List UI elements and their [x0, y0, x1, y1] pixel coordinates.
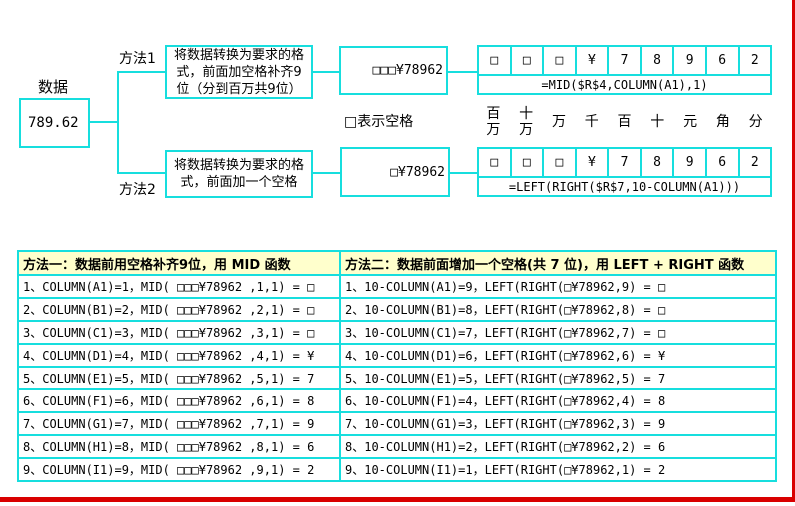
digit-cell: 7 [609, 47, 642, 74]
method2-digit-grid: □ □ □ ¥ 7 8 9 6 2 =LEFT(RIGHT($R$7,10-CO… [477, 147, 772, 197]
table-row: 1、COLUMN(A1)=1，MID( □□□¥78962 ,1,1) = □ … [19, 274, 775, 297]
table-cell-method2: 5、10-COLUMN(E1)=5，LEFT(RIGHT(□¥78962,5) … [345, 371, 666, 386]
table-cell-method1: 5、COLUMN(E1)=5，MID( □□□¥78962 ,5,1) = 7 [19, 367, 341, 389]
place-value-label: 万 [551, 114, 566, 130]
comparison-table: 方法一：数据前用空格补齐9位，用 MID 函数 方法二：数据前面增加一个空格(共… [17, 250, 777, 482]
table-header-method2: 方法二：数据前面增加一个空格(共 7 位)，用 LEFT + RIGHT 函数 [341, 252, 775, 274]
table-row: 3、COLUMN(C1)=3，MID( □□□¥78962 ,3,1) = □ … [19, 319, 775, 343]
table-cell-method2: 4、10-COLUMN(D1)=6，LEFT(RIGHT(□¥78962,6) … [345, 348, 666, 363]
digit-cell: 8 [642, 47, 675, 74]
table-row: 2、COLUMN(B1)=2，MID( □□□¥78962 ,2,1) = □ … [19, 296, 775, 320]
table-header-row: 方法一：数据前用空格补齐9位，用 MID 函数 方法二：数据前面增加一个空格(共… [19, 252, 775, 274]
digit-cell: 6 [707, 149, 740, 176]
place-value-label: 百 [617, 114, 632, 130]
digit-cell: □ [479, 149, 512, 176]
flow-connector [313, 71, 339, 73]
table-cell-method1: 7、COLUMN(G1)=7，MID( □□□¥78962 ,7,1) = 9 [19, 413, 341, 435]
flow-connector [89, 121, 118, 123]
digit-cell: □ [544, 149, 577, 176]
space-legend-note: □表示空格 [344, 114, 414, 130]
digit-cell: □ [544, 47, 577, 74]
page-edge-bottom [0, 497, 795, 502]
flow-connector [117, 71, 165, 73]
digit-cell: □ [512, 47, 545, 74]
page-edge-right [792, 0, 795, 502]
place-value-label: 千 [584, 114, 599, 130]
place-value-label: 百万 [486, 106, 501, 138]
digit-cell: 9 [674, 149, 707, 176]
place-value-row: 百万 十万 万 千 百 十 元 角 分 [477, 101, 772, 143]
digit-cell: □ [479, 47, 512, 74]
method1-formula: =MID($R$4,COLUMN(A1),1) [541, 77, 708, 92]
place-value-label: 十 [650, 114, 665, 130]
method1-label: 方法1 [119, 51, 156, 67]
place-value-label: 元 [683, 114, 698, 130]
place-value-label: 分 [748, 114, 763, 130]
table-row: 9、COLUMN(I1)=9，MID( □□□¥78962 ,9,1) = 2 … [19, 457, 775, 481]
method2-result-box: □¥78962 [340, 147, 450, 197]
method2-description: 将数据转换为要求的格式，前面加一个空格 [173, 158, 304, 190]
digit-cell: □ [512, 149, 545, 176]
table-cell-method2: 8、10-COLUMN(H1)=2，LEFT(RIGHT(□¥78962,2) … [345, 440, 666, 455]
method1-result-box: □□□¥78962 [339, 46, 448, 95]
table-cell-method1: 8、COLUMN(H1)=8，MID( □□□¥78962 ,8,1) = 6 [19, 436, 341, 458]
place-value-label: 十万 [519, 106, 534, 138]
flow-connector [313, 172, 340, 174]
digit-cell: ¥ [577, 149, 610, 176]
table-row: 6、COLUMN(F1)=6，MID( □□□¥78962 ,6,1) = 8 … [19, 388, 775, 412]
table-row: 8、COLUMN(H1)=8，MID( □□□¥78962 ,8,1) = 6 … [19, 434, 775, 458]
method2-label: 方法2 [119, 182, 156, 198]
table-cell-method2: 3、10-COLUMN(C1)=7，LEFT(RIGHT(□¥78962,7) … [345, 325, 666, 340]
table-cell-method2: 9、10-COLUMN(I1)=1，LEFT(RIGHT(□¥78962,1) … [345, 463, 666, 478]
table-cell-method2: 2、10-COLUMN(B1)=8，LEFT(RIGHT(□¥78962,8) … [345, 302, 666, 317]
digit-cell: 2 [750, 155, 759, 170]
table-cell-method1: 3、COLUMN(C1)=3，MID( □□□¥78962 ,3,1) = □ [19, 321, 341, 343]
method2-description-box: 将数据转换为要求的格式，前面加一个空格 [165, 150, 313, 198]
digit-cell: 6 [707, 47, 740, 74]
table-cell-method2: 6、10-COLUMN(F1)=4，LEFT(RIGHT(□¥78962,4) … [345, 394, 666, 409]
flow-connector [450, 172, 477, 174]
digit-cell: 9 [674, 47, 707, 74]
table-cell-method1: 6、COLUMN(F1)=6，MID( □□□¥78962 ,6,1) = 8 [19, 390, 341, 412]
table-cell-method1: 9、COLUMN(I1)=9，MID( □□□¥78962 ,9,1) = 2 [19, 459, 341, 481]
source-data-box: 789.62 [19, 98, 90, 148]
method2-result: □¥78962 [390, 164, 445, 180]
method2-digit-cells: □ □ □ ¥ 7 8 9 6 2 [479, 149, 770, 178]
method1-result: □□□¥78962 [372, 63, 443, 78]
source-data-label: 数据 [37, 78, 68, 96]
method1-digit-grid: □ □ □ ¥ 7 8 9 6 2 =MID($R$4,COLUMN(A1),1… [477, 45, 772, 95]
flow-connector [117, 172, 165, 174]
table-cell-method1: 1、COLUMN(A1)=1，MID( □□□¥78962 ,1,1) = □ [19, 276, 341, 297]
source-data-value: 789.62 [28, 115, 79, 131]
digit-cell: 8 [642, 149, 675, 176]
table-row: 7、COLUMN(G1)=7，MID( □□□¥78962 ,7,1) = 9 … [19, 411, 775, 435]
method1-digit-cells: □ □ □ ¥ 7 8 9 6 2 [479, 47, 770, 76]
method2-formula: =LEFT(RIGHT($R$7,10-COLUMN(A1))) [508, 179, 741, 194]
flow-connector [448, 71, 477, 73]
table-cell-method2: 1、10-COLUMN(A1)=9，LEFT(RIGHT(□¥78962,9) … [345, 279, 666, 294]
table-header-method1: 方法一：数据前用空格补齐9位，用 MID 函数 [19, 252, 341, 274]
digit-cell: ¥ [577, 47, 610, 74]
method1-description: 将数据转换为要求的格式，前面加空格补齐9位（分到百万共9位） [173, 47, 304, 97]
method1-description-box: 将数据转换为要求的格式，前面加空格补齐9位（分到百万共9位） [165, 45, 313, 99]
place-value-label: 角 [715, 114, 730, 130]
digit-cell: 2 [750, 53, 759, 68]
table-row: 4、COLUMN(D1)=4，MID( □□□¥78962 ,4,1) = ¥ … [19, 342, 775, 366]
digit-cell: 7 [609, 149, 642, 176]
table-cell-method2: 7、10-COLUMN(G1)=3，LEFT(RIGHT(□¥78962,3) … [345, 417, 666, 432]
table-row: 5、COLUMN(E1)=5，MID( □□□¥78962 ,5,1) = 7 … [19, 365, 775, 389]
table-cell-method1: 4、COLUMN(D1)=4，MID( □□□¥78962 ,4,1) = ¥ [19, 344, 341, 366]
table-cell-method1: 2、COLUMN(B1)=2，MID( □□□¥78962 ,2,1) = □ [19, 298, 341, 320]
flow-connector [117, 71, 119, 174]
